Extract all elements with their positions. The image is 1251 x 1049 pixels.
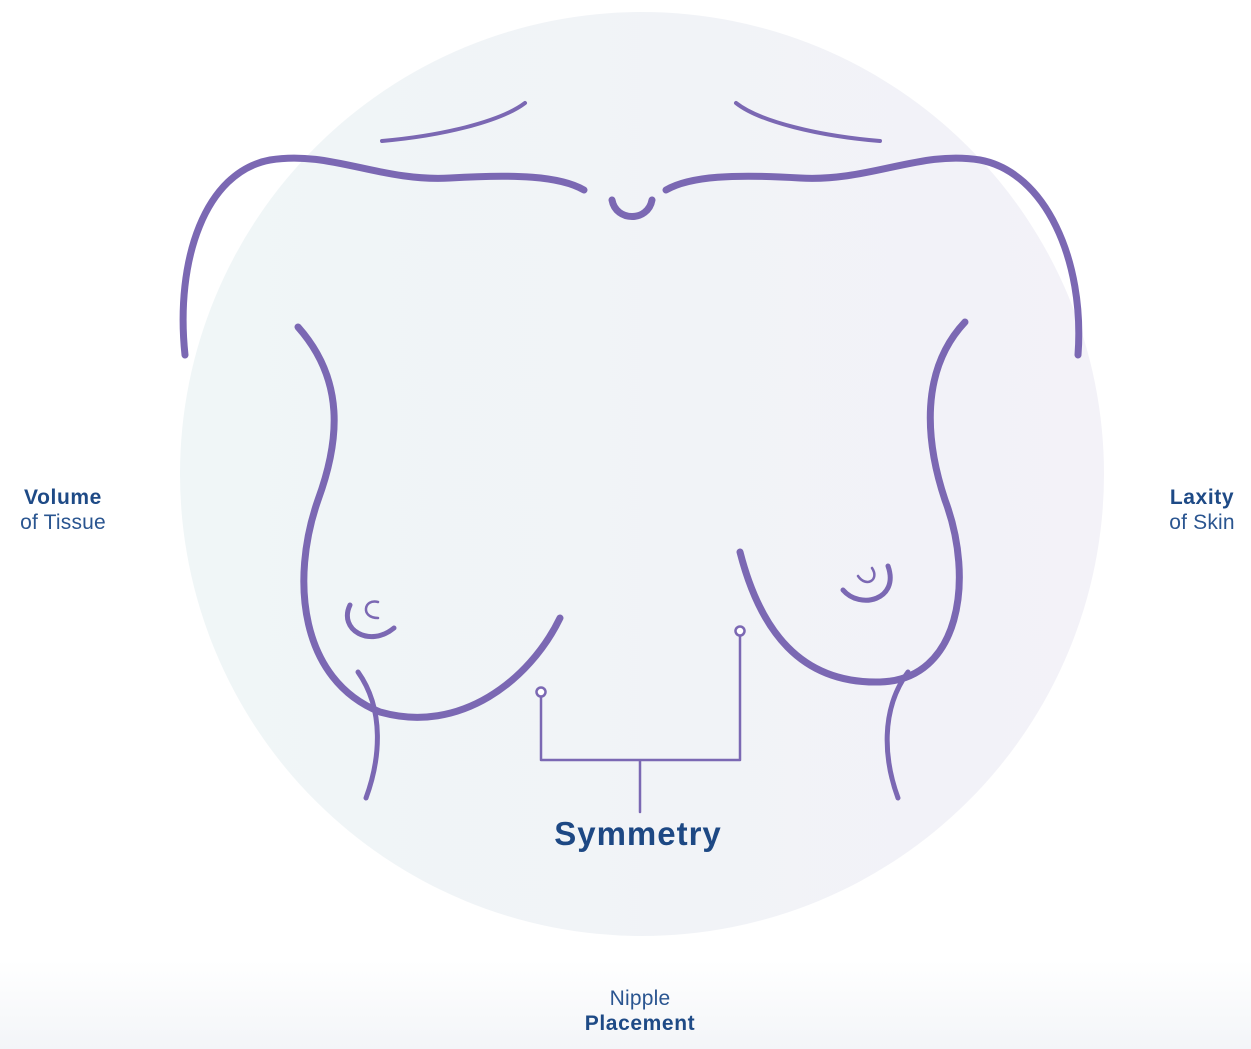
symmetry-label: Symmetry: [520, 814, 756, 854]
left-nipple: [347, 605, 394, 637]
laxity-light: of Skin: [1155, 510, 1249, 535]
laxity-strong: Laxity: [1155, 485, 1249, 510]
laxity-of-skin-label: Laxity of Skin: [1155, 485, 1249, 535]
symmetry-bracket: [541, 636, 740, 812]
left-lower-torso: [358, 672, 377, 798]
right-collarbone: [736, 103, 880, 141]
left-breast-outline: [298, 327, 560, 717]
jugular-notch: [612, 200, 652, 217]
nipple-light: Nipple: [540, 986, 740, 1011]
right-shoulder-line: [666, 158, 1079, 355]
right-lower-torso: [887, 672, 908, 798]
symmetry-left-marker: [537, 688, 546, 697]
volume-of-tissue-label: Volume of Tissue: [10, 485, 116, 535]
placement-strong: Placement: [540, 1011, 740, 1036]
left-areola: [366, 601, 378, 618]
left-shoulder-line: [183, 158, 584, 355]
symmetry-right-marker: [736, 627, 745, 636]
right-areola: [858, 568, 874, 582]
volume-strong: Volume: [10, 485, 116, 510]
nipple-placement-label: Nipple Placement: [540, 986, 740, 1036]
volume-light: of Tissue: [10, 510, 116, 535]
right-breast-outline: [740, 322, 965, 682]
left-collarbone: [382, 103, 525, 141]
